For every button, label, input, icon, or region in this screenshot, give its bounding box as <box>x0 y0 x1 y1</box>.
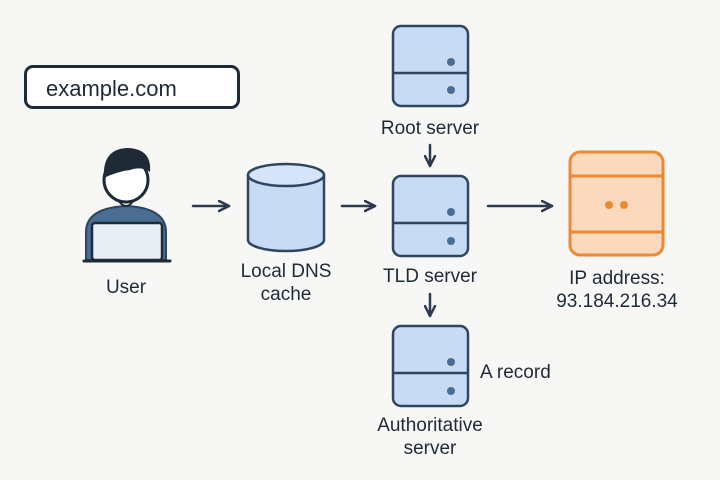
cache-cylinder-icon <box>246 162 326 253</box>
domain-query-text: example.com <box>46 76 177 101</box>
local-cache-label: Local DNS cache <box>226 260 346 306</box>
tld-server-label: TLD server <box>383 266 477 287</box>
authoritative-server-label: Authoritative server <box>355 414 505 460</box>
local-cache-label-line1: Local DNS <box>240 261 332 282</box>
ip-address-server-icon <box>568 150 665 257</box>
a-record-annotation: A record <box>480 362 551 383</box>
local-cache-label-line2: cache <box>260 284 312 305</box>
authoritative-label-line1: Authoritative <box>377 415 483 436</box>
domain-query-box: example.com <box>24 65 240 109</box>
root-server-icon <box>391 24 470 108</box>
ip-address-value: 93.184.216.34 <box>556 291 678 312</box>
ip-address-label-line1: IP address: <box>569 268 665 289</box>
authoritative-server-icon <box>391 324 470 408</box>
user-icon <box>82 148 172 263</box>
authoritative-label-line2: server <box>403 438 457 459</box>
user-label: User <box>105 277 147 298</box>
tld-server-icon <box>391 174 470 258</box>
ip-address-label: IP address: 93.184.216.34 <box>536 267 698 313</box>
root-server-label: Root server <box>380 118 480 139</box>
